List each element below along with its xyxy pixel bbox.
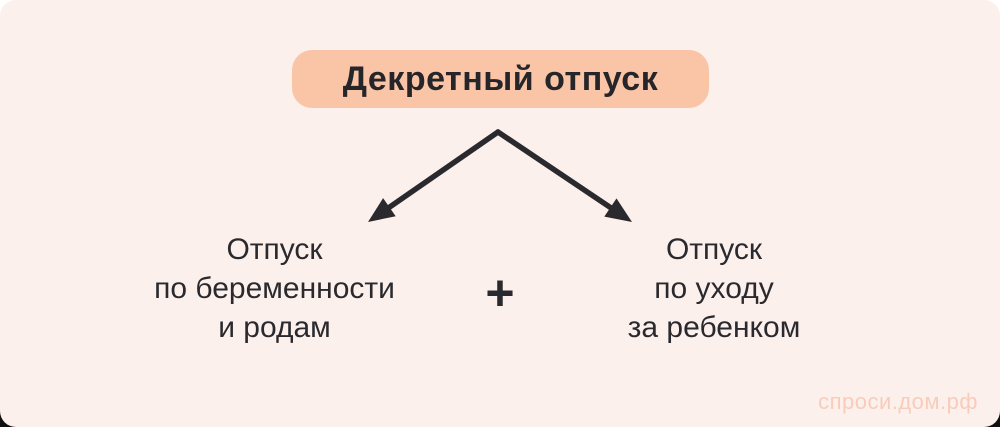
plus-sign: + [485,265,515,321]
title-text: Декретный отпуск [342,59,659,98]
right-branch-line: за ребенком [627,311,801,344]
left-branch-label: Отпуск по беременности и родам [104,230,445,347]
watermark: спроси.дом.рф [818,389,978,414]
right-branch-line: Отпуск [665,233,763,266]
title-badge: Декретный отпуск [292,50,709,108]
right-branch-label: Отпуск по уходу за ребенком [584,230,844,347]
left-branch-line: и родам [218,311,331,344]
plus-connector: + [470,263,530,323]
split-arrows-icon [368,129,632,222]
left-branch-line: Отпуск [226,233,323,266]
right-branch-line: по уходу [654,272,774,305]
left-branch-line: по беременности [154,272,395,305]
